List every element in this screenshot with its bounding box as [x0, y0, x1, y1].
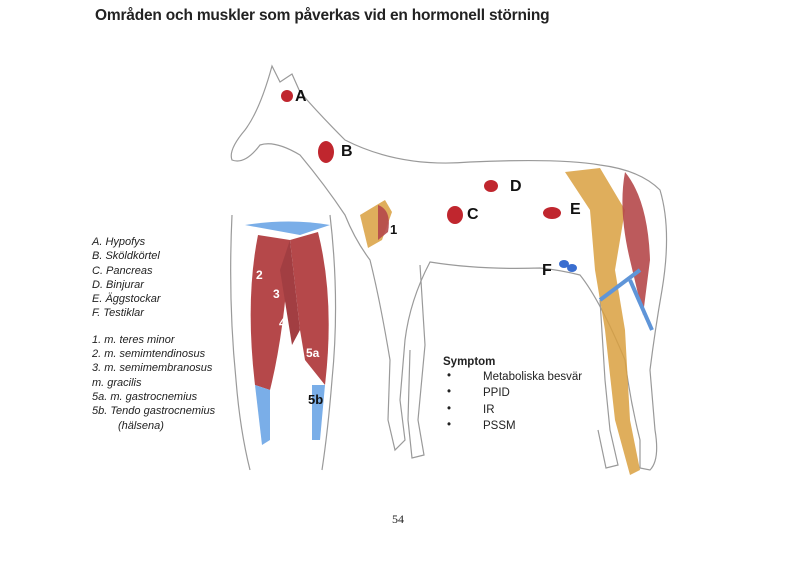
legend-organ: F. Testiklar	[92, 307, 144, 320]
organ-testiklar	[559, 260, 577, 272]
muscle-label-5a: 5a	[306, 346, 320, 360]
horse-muscles	[378, 172, 650, 315]
legend: A. Hypofys B. Sköldkörtel C. Pancreas D.…	[92, 235, 215, 433]
legend-organ: E. Äggstockar	[92, 293, 161, 306]
organ-label-a: A	[295, 88, 307, 105]
legend-muscle: m. gracilis	[92, 376, 142, 389]
legend-muscle: 5a. m. gastrocnemius	[92, 390, 198, 403]
symptom-item: IR	[443, 403, 582, 420]
symptom-item: Metaboliska besvär	[443, 370, 582, 387]
legend-spacer	[92, 321, 215, 333]
legend-muscle: 2. m. semimtendinosus	[92, 348, 206, 361]
organs	[281, 90, 561, 224]
organ-label-d: D	[510, 178, 522, 195]
muscle-label-2: 2	[256, 268, 263, 282]
hind-leg-muscles	[245, 221, 330, 445]
organ-label-f: F	[542, 262, 552, 279]
symptom-item: PSSM	[443, 419, 582, 436]
muscle-label-3: 3	[273, 287, 280, 301]
organ-label-e: E	[570, 201, 581, 218]
organ-hypofys	[281, 90, 293, 102]
legend-organ: D. Binjurar	[92, 278, 144, 291]
symptom-item: PPID	[443, 386, 582, 403]
legend-organ: A. Hypofys	[92, 236, 146, 248]
organ-label-c: C	[467, 206, 479, 223]
organ-skoldkortel	[318, 141, 334, 163]
legend-organ: B. Sköldkörtel	[92, 250, 160, 263]
horse-outline	[230, 64, 668, 471]
muscle-label-1: 1	[390, 222, 398, 237]
page-number: 54	[392, 512, 404, 526]
legend-muscle: 5b. Tendo gastrocnemius	[92, 405, 216, 418]
page-title: Områden och muskler som påverkas vid en …	[95, 7, 550, 24]
organ-pancreas	[447, 206, 463, 224]
legend-muscle: 3. m. semimembranosus	[92, 362, 213, 375]
organ-aggstockar	[543, 207, 561, 219]
muscle-label-5b: 5b	[308, 392, 324, 407]
horse-tendons	[598, 268, 654, 331]
organ-label-b: B	[341, 143, 353, 160]
muscle-label-4: 4	[279, 316, 286, 330]
symptom-heading: Symptom	[443, 356, 496, 368]
legend-muscle-note: (hälsena)	[118, 419, 164, 432]
organ-binjurar	[484, 180, 498, 192]
legend-organ: C. Pancreas	[92, 264, 153, 277]
legend-muscle: 1. m. teres minor	[92, 333, 175, 346]
symptom-list: Symptom Metaboliska besvär PPID IR PSSM	[443, 356, 582, 436]
